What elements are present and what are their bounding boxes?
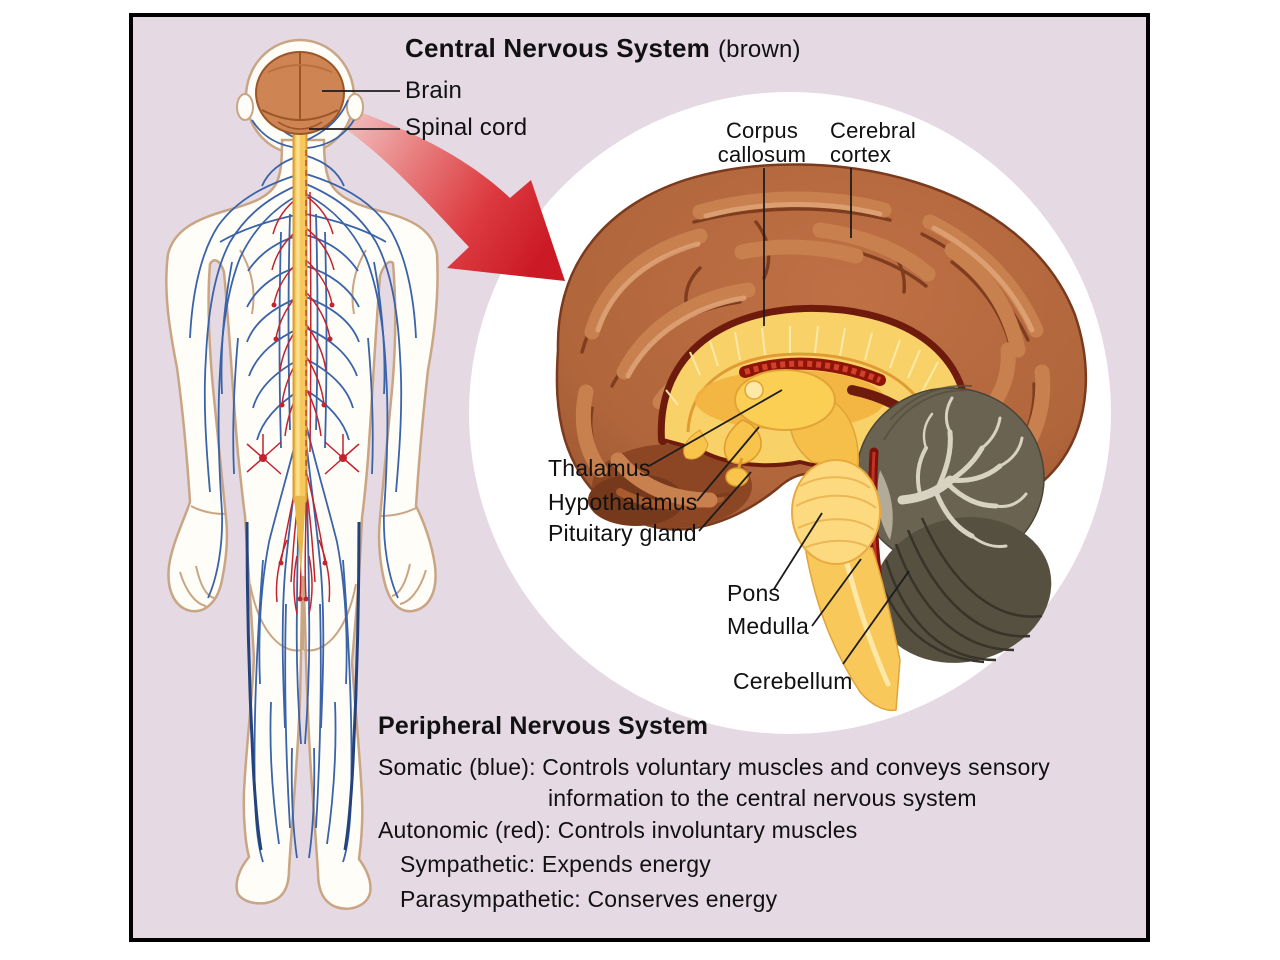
label-thalamus: Thalamus — [548, 455, 651, 481]
body-figure — [165, 38, 439, 910]
label-medulla: Medulla — [727, 613, 809, 639]
arbor-vitae — [897, 396, 1028, 548]
cns-title-note: (brown) — [717, 36, 801, 63]
cerebellum-structure — [855, 384, 1052, 664]
thalamus-structure — [734, 369, 836, 431]
label-spinal-cord: Spinal cord — [405, 114, 528, 141]
pns-parasympathetic: Parasympathetic: Conserves energy — [400, 886, 778, 912]
pns-somatic-line2: information to the central nervous syste… — [548, 785, 977, 811]
brainstem — [683, 369, 901, 712]
zoom-arrow-icon — [327, 102, 565, 281]
label-pons: Pons — [727, 580, 781, 606]
label-pituitary-gland: Pituitary gland — [548, 520, 697, 546]
label-corpus-callosum: Corpus callosum — [717, 118, 807, 167]
cc-radiations — [665, 325, 939, 406]
cns-title-text: Central Nervous System — [405, 33, 710, 63]
hypothalamus-structure — [723, 419, 762, 465]
pns-autonomic: Autonomic (red): Controls involuntary mu… — [378, 817, 858, 843]
pituitary-structure — [725, 467, 749, 487]
leader-lines — [309, 90, 910, 665]
label-brain: Brain — [405, 77, 463, 104]
brain-in-head — [255, 51, 345, 135]
label-cerebellum: Cerebellum — [733, 668, 853, 694]
label-hypothalamus: Hypothalamus — [548, 489, 698, 515]
medulla-structure — [805, 547, 901, 712]
pns-title: Peripheral Nervous System — [378, 712, 709, 740]
spinal-cord — [292, 120, 308, 575]
cns-title: Central Nervous System (brown) — [405, 34, 801, 63]
pons-structure — [791, 459, 881, 565]
pns-somatic-line1: Somatic (blue): Controls voluntary muscl… — [378, 754, 1051, 780]
pns-sympathetic: Sympathetic: Expends energy — [400, 851, 711, 877]
brain-sagittal-illustration — [555, 163, 1088, 712]
label-cerebral-cortex: Cerebral cortex — [830, 118, 916, 167]
